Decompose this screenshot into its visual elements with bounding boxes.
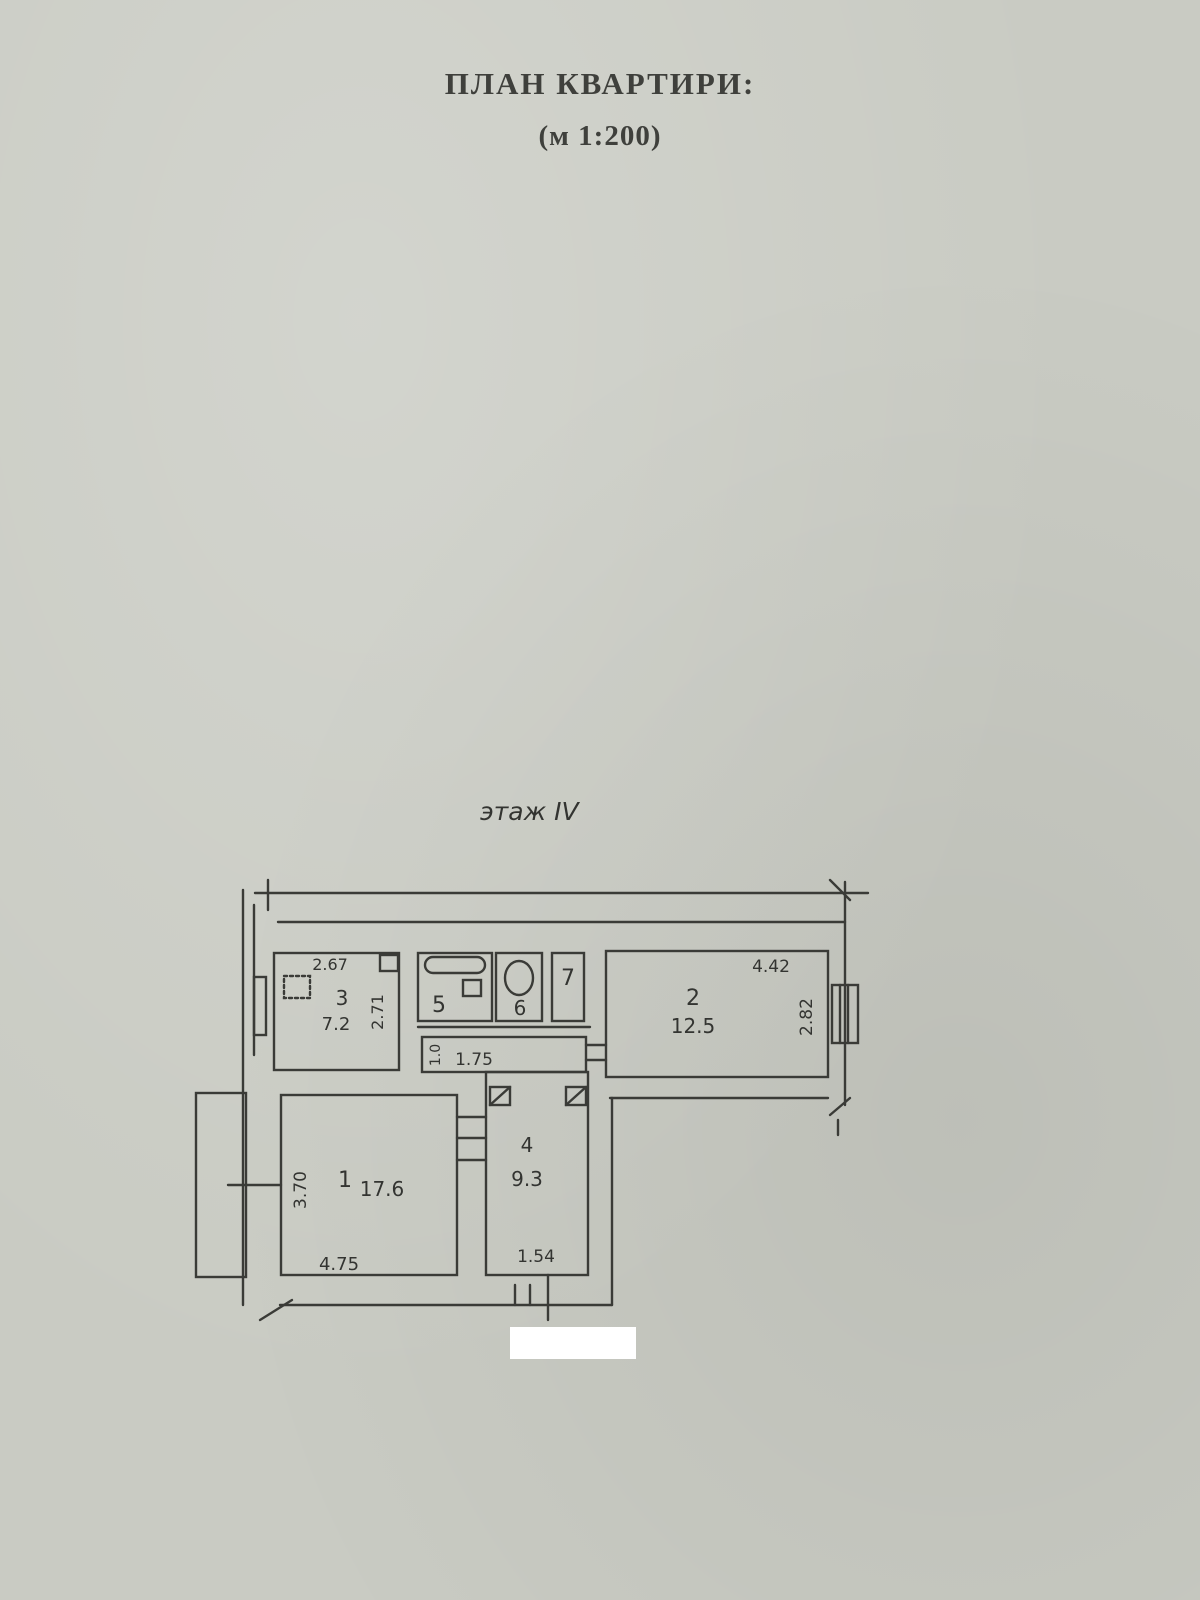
dim-hall-small: 1.0: [428, 1044, 444, 1066]
room-2-area: 12.5: [671, 1014, 716, 1038]
room-4-outline: [484, 1070, 590, 1277]
room-7-number: 7: [561, 966, 575, 991]
floor-label: этаж IV: [480, 797, 580, 826]
window-room-2: [830, 983, 860, 1045]
room-7-outline: [550, 951, 586, 1023]
dim-room2-depth: 2.82: [797, 998, 817, 1036]
dim-room2-width: 4.42: [752, 957, 790, 977]
document-title: ПЛАН КВАРТИРИ:: [444, 66, 756, 101]
room-5-outline: [416, 951, 494, 1023]
toilet-icon: [503, 959, 535, 997]
washbasin-icon: [461, 978, 483, 998]
room-6-number: 6: [514, 996, 527, 1020]
dim-room4-width: 1.54: [517, 1247, 555, 1267]
room-3-number: 3: [336, 986, 349, 1010]
room-2-outline: [604, 949, 830, 1079]
dim-room3-width: 2.67: [312, 955, 348, 974]
document-scale: (м 1:200): [538, 120, 662, 152]
room-3-outline: [272, 951, 401, 1072]
window-room-3: [252, 975, 268, 1037]
room-6-outline: [494, 951, 544, 1023]
ventilation-shaft-icon-2: [564, 1085, 588, 1107]
room-5-number: 5: [432, 993, 446, 1018]
room-4-area: 9.3: [511, 1167, 543, 1191]
room-2-number: 2: [686, 986, 700, 1011]
dim-room1-width: 4.75: [319, 1254, 359, 1275]
room-1-area: 17.6: [360, 1177, 405, 1201]
sink-icon: [378, 953, 400, 973]
stove-icon: [282, 974, 312, 1000]
room-1-number: 1: [338, 1168, 352, 1193]
dim-room1-depth: 3.70: [291, 1171, 311, 1209]
room-3-area: 7.2: [322, 1014, 351, 1035]
ventilation-shaft-icon: [488, 1085, 512, 1107]
hallway-outline: [420, 1035, 588, 1074]
bathtub-icon: [423, 955, 487, 975]
room-4-number: 4: [521, 1133, 534, 1157]
dim-room3-depth: 2.71: [368, 994, 387, 1030]
dim-hall-width: 1.75: [455, 1050, 493, 1070]
redaction-box: [510, 1327, 636, 1359]
